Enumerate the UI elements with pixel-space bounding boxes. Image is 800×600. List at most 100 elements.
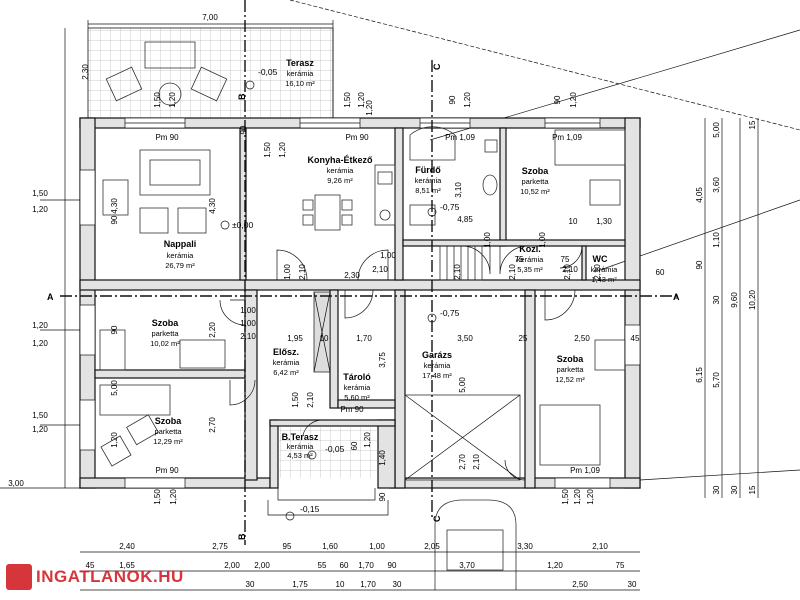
- dimension-label: 45: [86, 561, 95, 570]
- room-floor: kerámia: [167, 251, 195, 260]
- dimension-label: 1,65: [119, 561, 135, 570]
- dimension-label: 1,20: [547, 561, 563, 570]
- bedroom-furniture: [99, 129, 626, 467]
- dimension-label: 1,00: [240, 306, 256, 315]
- dimension-label: 3,50: [457, 334, 473, 343]
- dimension-label: 10,20: [748, 289, 757, 310]
- room-area: 12,29 m²: [153, 437, 183, 446]
- room-area: 4,53 m²: [287, 451, 313, 460]
- window-label: Pm 90: [340, 405, 364, 414]
- dimension-label: 2,10: [563, 264, 572, 280]
- section-marker-c-top: C: [432, 63, 442, 70]
- room-area: 5,60 m²: [344, 393, 370, 402]
- dimension-label: 1,75: [292, 580, 308, 589]
- window-label: Pm 1,09: [445, 133, 475, 142]
- inner-dimension-labels: 1,50 1,20 1,50 1,20 90 1,20 90 1,20 4,30…: [110, 92, 640, 505]
- room-floor: kerámia: [415, 176, 443, 185]
- section-marker-a-right: A: [673, 292, 680, 302]
- room-name: Szoba: [152, 318, 179, 328]
- dimension-label: 1,20: [32, 205, 48, 214]
- dimension-label: 1,00: [283, 264, 292, 280]
- dimension-label: 1,70: [358, 561, 374, 570]
- dimension-label: 2,10: [306, 392, 315, 408]
- room-name: Elősz.: [273, 347, 299, 357]
- dimension-label: 5,70: [712, 372, 721, 388]
- room-label-tarolo: Tároló kerámia 5,60 m²: [343, 372, 371, 402]
- room-area: 12,52 m²: [555, 375, 585, 384]
- dimension-label: 10: [320, 334, 329, 343]
- room-label-szoba-4: Szoba parketta 12,29 m²: [153, 416, 183, 446]
- dimension-label: 5,00: [712, 122, 721, 138]
- dimension-label: 2,50: [574, 334, 590, 343]
- dimension-label: 60: [350, 441, 359, 450]
- dimension-label: 30: [712, 295, 721, 304]
- dimension-label: 2,10: [472, 454, 481, 470]
- dimension-label: 30: [246, 580, 255, 589]
- dimension-label: 75: [561, 255, 570, 264]
- terrace-area: [87, 27, 334, 119]
- window-labels: Pm 90 Pm 90 Pm 1,09 Pm 1,09 Pm 90 Pm 90 …: [155, 133, 600, 475]
- room-floor: kerámia: [327, 166, 355, 175]
- room-name: Szoba: [155, 416, 182, 426]
- room-label-kozl: Közl. kerámia 5,35 m²: [517, 244, 545, 274]
- dimension-label: 5,00: [110, 380, 119, 396]
- room-label-b-terasz: B.Terasz kerámia 4,53 m²: [282, 432, 319, 460]
- kitchen-furniture: [302, 164, 396, 231]
- room-area: 17,48 m²: [422, 371, 452, 380]
- dimension-label: 2,10: [593, 264, 602, 280]
- room-area: 26,79 m²: [165, 261, 195, 270]
- dimension-label: 1,20: [168, 92, 177, 108]
- top-dimension-line: [87, 20, 334, 28]
- dimension-label: 1,20: [365, 100, 374, 116]
- dimension-label: 2,10: [562, 265, 578, 274]
- room-name: Terasz: [286, 58, 314, 68]
- dimension-label: 2,10: [508, 264, 517, 280]
- room-area: 10,02 m²: [150, 339, 180, 348]
- dimension-label: 30: [712, 485, 721, 494]
- section-marker-a-left: A: [47, 292, 54, 302]
- dimension-label: 1,00: [483, 232, 492, 248]
- room-name: Garázs: [422, 350, 452, 360]
- dimension-labels: 7,00 2,40 2,75 95 1,60 1,00 2,05 3,30 2,…: [8, 13, 757, 589]
- dimension-label: 1,50: [32, 411, 48, 420]
- room-floor: kerámia: [344, 383, 372, 392]
- dimension-label: 1,10: [712, 232, 721, 248]
- dimension-label: 3,00: [8, 479, 24, 488]
- level-label: -0,15: [300, 504, 320, 514]
- dimension-label: 1,20: [32, 425, 48, 434]
- room-label-garazs: Garázs kerámia 17,48 m²: [422, 350, 452, 380]
- dimension-label: 1,20: [586, 489, 595, 505]
- watermark-logo: INGATLANOK.HU: [6, 562, 184, 592]
- room-name: B.Terasz: [282, 432, 319, 442]
- dimension-label: 90: [378, 492, 387, 501]
- dimension-label: 3,75: [378, 352, 387, 368]
- room-area: 10,52 m²: [520, 187, 550, 196]
- dimension-label: 1,20: [32, 321, 48, 330]
- room-floor: kerámia: [591, 265, 619, 274]
- dimension-label: 45: [631, 334, 640, 343]
- room-floor: kerámia: [287, 69, 315, 78]
- living-room-furniture: [102, 149, 211, 234]
- dimension-label: 30: [730, 485, 739, 494]
- dimension-label: 2,10: [298, 264, 307, 280]
- room-floor: kerámia: [287, 442, 315, 451]
- dimension-label: 90: [448, 95, 457, 104]
- dimension-label: 1,50: [153, 92, 162, 108]
- terrace-furniture: [105, 41, 228, 106]
- dimension-label: 60: [656, 268, 665, 277]
- window-label: Pm 1,09: [552, 133, 582, 142]
- dimension-label: 4,05: [695, 187, 704, 203]
- dimension-label: 6,15: [695, 367, 704, 383]
- dimension-label: 1,20: [357, 92, 366, 108]
- dimension-label: 90: [553, 95, 562, 104]
- window-label: Pm 90: [155, 466, 179, 475]
- dimension-label: 55: [318, 561, 327, 570]
- dimension-label: 75: [616, 561, 625, 570]
- room-area: 6,42 m²: [273, 368, 299, 377]
- room-floor: parketta: [556, 365, 584, 374]
- dimension-label: 1,60: [322, 542, 338, 551]
- dimension-label: 1,50: [32, 189, 48, 198]
- level-markers: -0,05 ±0,00 -0,75 -0,75 -0,05 -0,15: [220, 67, 460, 521]
- room-label-furdo: Fürdő kerámia 8,51 m²: [415, 165, 443, 195]
